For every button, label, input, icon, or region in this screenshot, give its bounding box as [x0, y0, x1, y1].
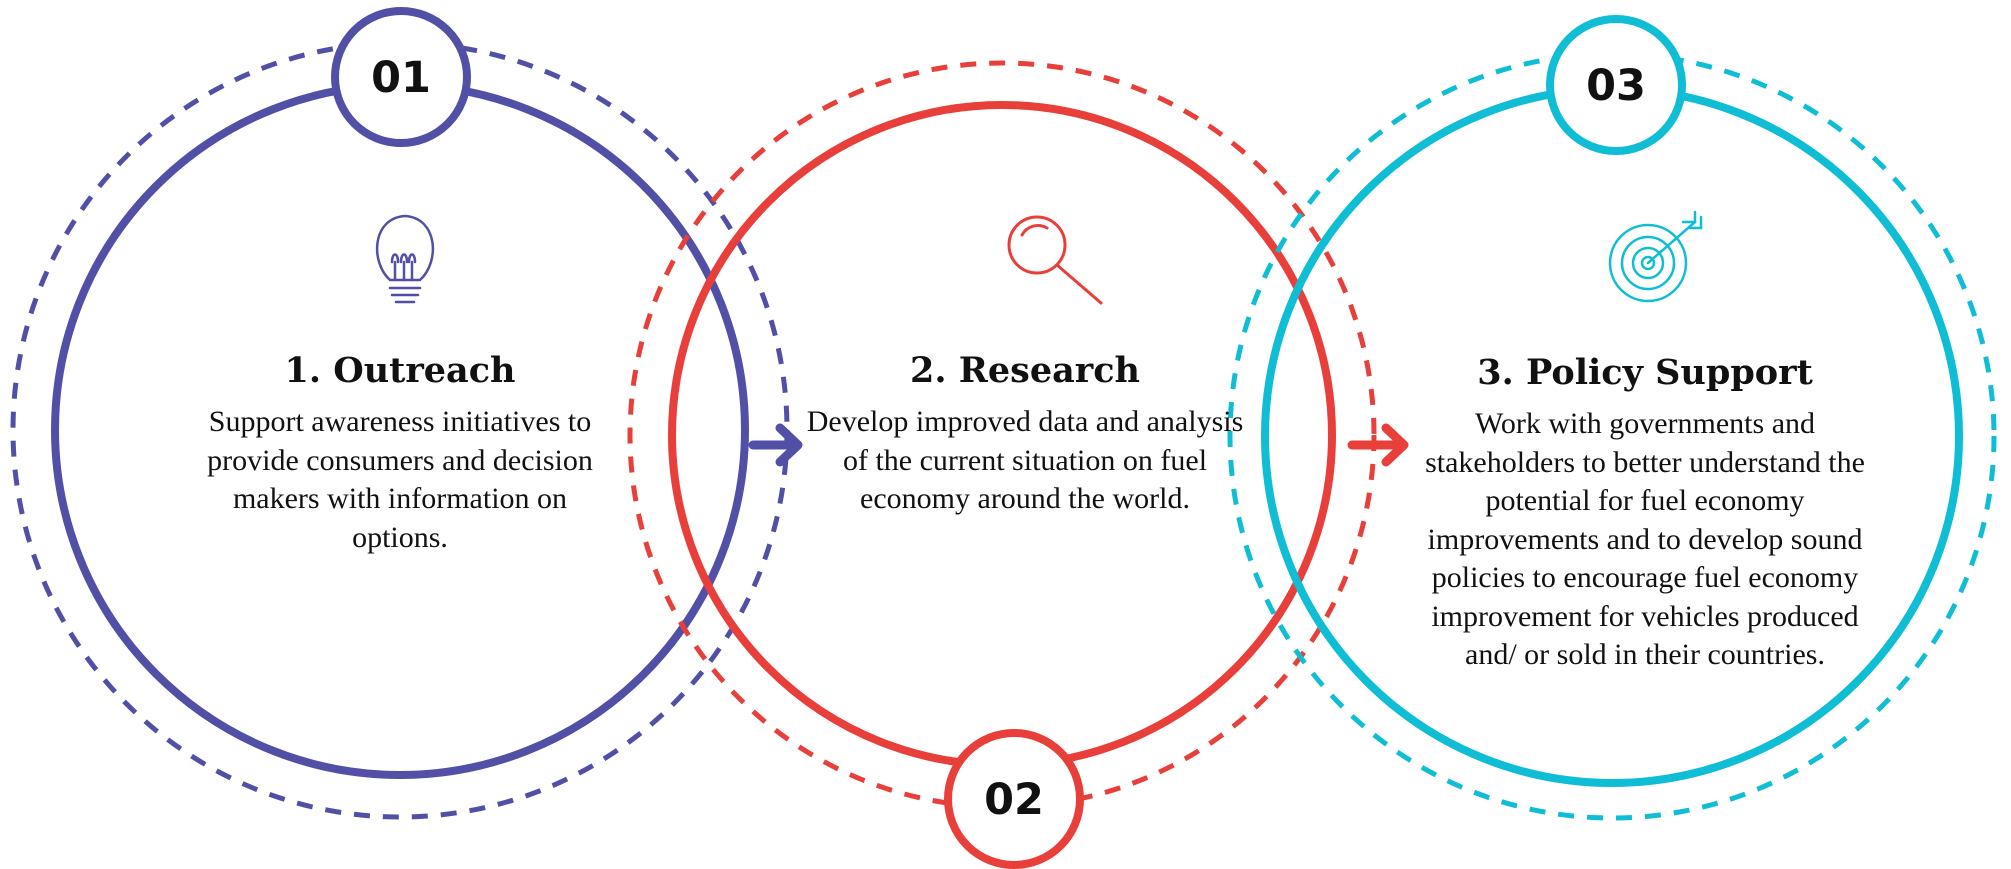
outreach-arrow	[748, 423, 803, 467]
research-title: 2. Research	[910, 350, 1140, 391]
outreach-description: Support awareness initiatives to provide…	[207, 405, 593, 554]
research-description: Develop improved data and analysis of th…	[806, 405, 1244, 515]
lightbulb-icon	[375, 214, 435, 304]
badge-01-number: 01	[371, 53, 431, 103]
policy-text: 3. Policy Support Work with governments …	[1405, 352, 1885, 675]
outreach-text: 1. Outreach Support awareness initiative…	[180, 350, 620, 557]
research-arrow	[1347, 423, 1409, 467]
policy-title: 3. Policy Support	[1477, 352, 1813, 393]
target-icon	[1608, 210, 1703, 303]
outreach-title: 1. Outreach	[284, 350, 516, 391]
badge-03-number: 03	[1586, 61, 1646, 111]
badge-01: 01	[331, 7, 471, 147]
badge-02: 02	[944, 729, 1084, 869]
badge-02-number: 02	[984, 775, 1044, 825]
research-text: 2. Research Develop improved data and an…	[785, 350, 1265, 519]
magnifier-icon	[1007, 215, 1103, 305]
policy-description: Work with governments and stakeholders t…	[1425, 407, 1865, 671]
badge-03: 03	[1546, 15, 1686, 155]
